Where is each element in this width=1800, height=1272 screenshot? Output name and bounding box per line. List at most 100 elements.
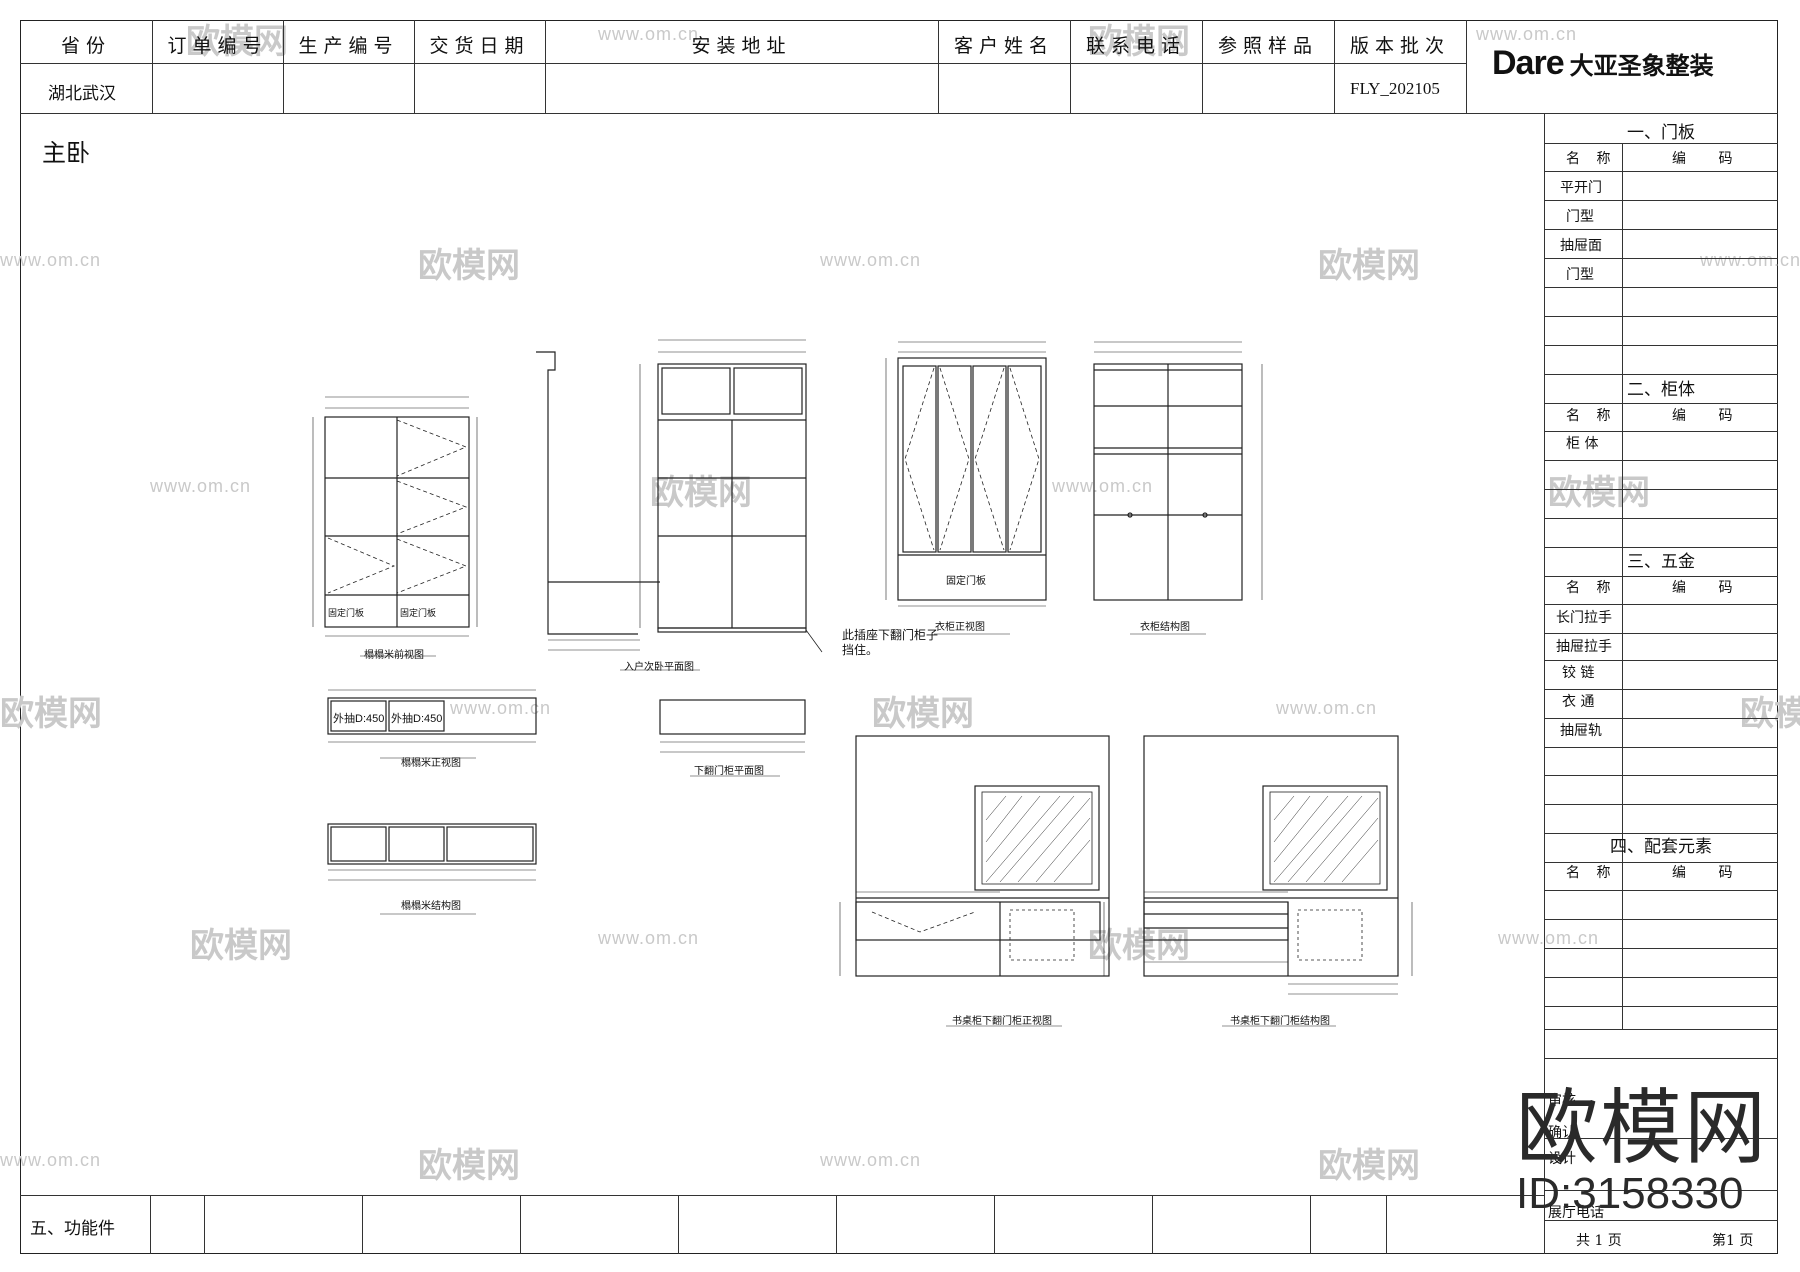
header-customer-name: 客户姓名: [953, 35, 1054, 57]
watermark-url: www.om.cn: [820, 250, 922, 270]
watermark: 欧模网: [418, 1147, 520, 1185]
side-panel-row-line: [1544, 229, 1778, 230]
watermark-url: www.om.cn: [0, 1150, 102, 1170]
item-drawer-face: 抽屉面: [1560, 238, 1602, 254]
side-panel-row-line: [1544, 460, 1778, 461]
side-panel-row-line: [1544, 287, 1778, 288]
desk-structure-drawing: [1143, 735, 1413, 1027]
header-delivery-date: 交货日期: [429, 35, 530, 57]
watermark: 欧模网: [872, 695, 974, 733]
col-code: 编 码: [1672, 408, 1747, 424]
watermark-url: www.om.cn: [820, 1150, 922, 1170]
item-hanging-rail: 衣 通: [1562, 694, 1595, 710]
watermark: 欧模网: [1318, 1147, 1420, 1185]
province-value: 湖北武汉: [48, 84, 116, 104]
item-door-type-2: 门型: [1566, 267, 1594, 283]
footer-function-parts: 五、功能件: [30, 1219, 115, 1239]
watermark: 欧模网: [186, 23, 288, 61]
header-col-line: [152, 20, 153, 113]
watermark-url: www.om.cn: [1476, 24, 1578, 44]
side-panel-row-line: [1544, 143, 1778, 144]
item-drawer-slide: 抽屉轨: [1560, 723, 1602, 739]
side-panel-row-line: [1544, 374, 1778, 375]
entry-plan-drawing: [536, 339, 823, 671]
label-fixed-door: 固定门板: [946, 576, 986, 587]
note-socket: 此插座下翻门柜子挡住。: [842, 628, 939, 657]
sign-showroom-phone: 展厅电话: [1548, 1205, 1604, 1221]
side-panel-row-line: [1544, 1029, 1778, 1030]
watermark-url: www.om.cn: [598, 24, 700, 44]
side-panel-row-line: [1544, 576, 1778, 577]
footer-col-line: [1152, 1195, 1153, 1254]
col-name: 名 称: [1566, 865, 1617, 881]
header-col-line: [938, 20, 939, 113]
tatami-structure-drawing: [327, 823, 537, 915]
col-name: 名 称: [1566, 151, 1617, 167]
label-drawer-1: 外抽D:450: [333, 713, 385, 725]
side-panel-row-line: [1544, 775, 1778, 776]
watermark: 欧模网: [1318, 247, 1420, 285]
watermark: 欧模网: [1740, 695, 1800, 733]
side-panel-left-border: [1544, 113, 1545, 1254]
watermark-url: www.om.cn: [1276, 698, 1378, 718]
watermark-url: www.om.cn: [598, 928, 700, 948]
side-panel-row-line: [1544, 1138, 1778, 1139]
room-title: 主卧: [42, 140, 90, 167]
side-panel-row-line: [1544, 547, 1778, 548]
footer-col-line: [1386, 1195, 1387, 1254]
item-long-handle: 长门拉手: [1556, 610, 1612, 626]
header-col-line: [545, 20, 546, 113]
footer-col-line: [1310, 1195, 1311, 1254]
side-panel-row-line: [1544, 890, 1778, 891]
side-panel-row-line: [1544, 747, 1778, 748]
brand-logo-cn: 大亚圣象整装: [1569, 53, 1714, 80]
col-name: 名 称: [1566, 408, 1617, 424]
header-col-line: [283, 20, 284, 113]
caption-desk-structure: 书桌柜下翻门柜结构图: [1230, 1016, 1330, 1027]
header-sample: 参照样品: [1217, 35, 1318, 57]
footer-col-line: [994, 1195, 995, 1254]
drawing-frame: [20, 20, 1778, 1254]
desk-elevation-drawing: [839, 735, 1110, 1027]
sign-confirm: 确认: [1548, 1125, 1576, 1141]
caption-tatami-structure: 榻榻米结构图: [401, 901, 461, 912]
watermark-url: www.om.cn: [1700, 250, 1800, 270]
side-panel-row-line: [1544, 804, 1778, 805]
header-bottom-border: [20, 113, 1778, 114]
label-drawer-2: 外抽D:450: [391, 713, 443, 725]
caption-entry-plan: 入户次卧平面图: [624, 662, 694, 673]
wardrobe-elevation-drawing: [885, 341, 1047, 635]
watermark-url: www.om.cn: [150, 476, 252, 496]
tatami-elevation-drawing: [312, 396, 478, 657]
side-panel-row-line: [1544, 518, 1778, 519]
watermark-large-id: ID:3158330: [1516, 1169, 1744, 1218]
side-panel-col-line: [1622, 143, 1623, 1029]
header-phone: 联系电话: [1085, 35, 1186, 57]
brand-logo-en: Dare: [1492, 44, 1565, 82]
section-title-hardware: 三、五金: [1627, 552, 1695, 572]
caption-tatami-front: 榻榻米正视图: [401, 758, 461, 769]
label-fixed-door: 固定门板: [400, 608, 437, 618]
header-col-line: [1334, 20, 1335, 113]
watermark: 欧模网: [1088, 927, 1190, 965]
side-panel-row-line: [1544, 1058, 1778, 1059]
header-col-line: [414, 20, 415, 113]
side-panel-row-line: [1544, 718, 1778, 719]
side-panel-row-line: [1544, 258, 1778, 259]
footer-top-border: [20, 1195, 1544, 1196]
header-province: 省份: [60, 35, 111, 57]
side-panel-row-line: [1544, 833, 1778, 834]
item-cabinet-body: 柜 体: [1566, 436, 1599, 452]
watermark: 欧模网: [0, 695, 102, 733]
side-panel-row-line: [1544, 345, 1778, 346]
side-panel-row-line: [1544, 977, 1778, 978]
side-panel-row-line: [1544, 403, 1778, 404]
footer-col-line: [836, 1195, 837, 1254]
watermark-large-name: 欧模网: [1516, 1083, 1769, 1174]
item-door-type: 门型: [1566, 209, 1594, 225]
watermark: 欧模网: [1548, 474, 1650, 512]
header-col-line: [1202, 20, 1203, 113]
wardrobe-structure-drawing: [1093, 341, 1263, 635]
